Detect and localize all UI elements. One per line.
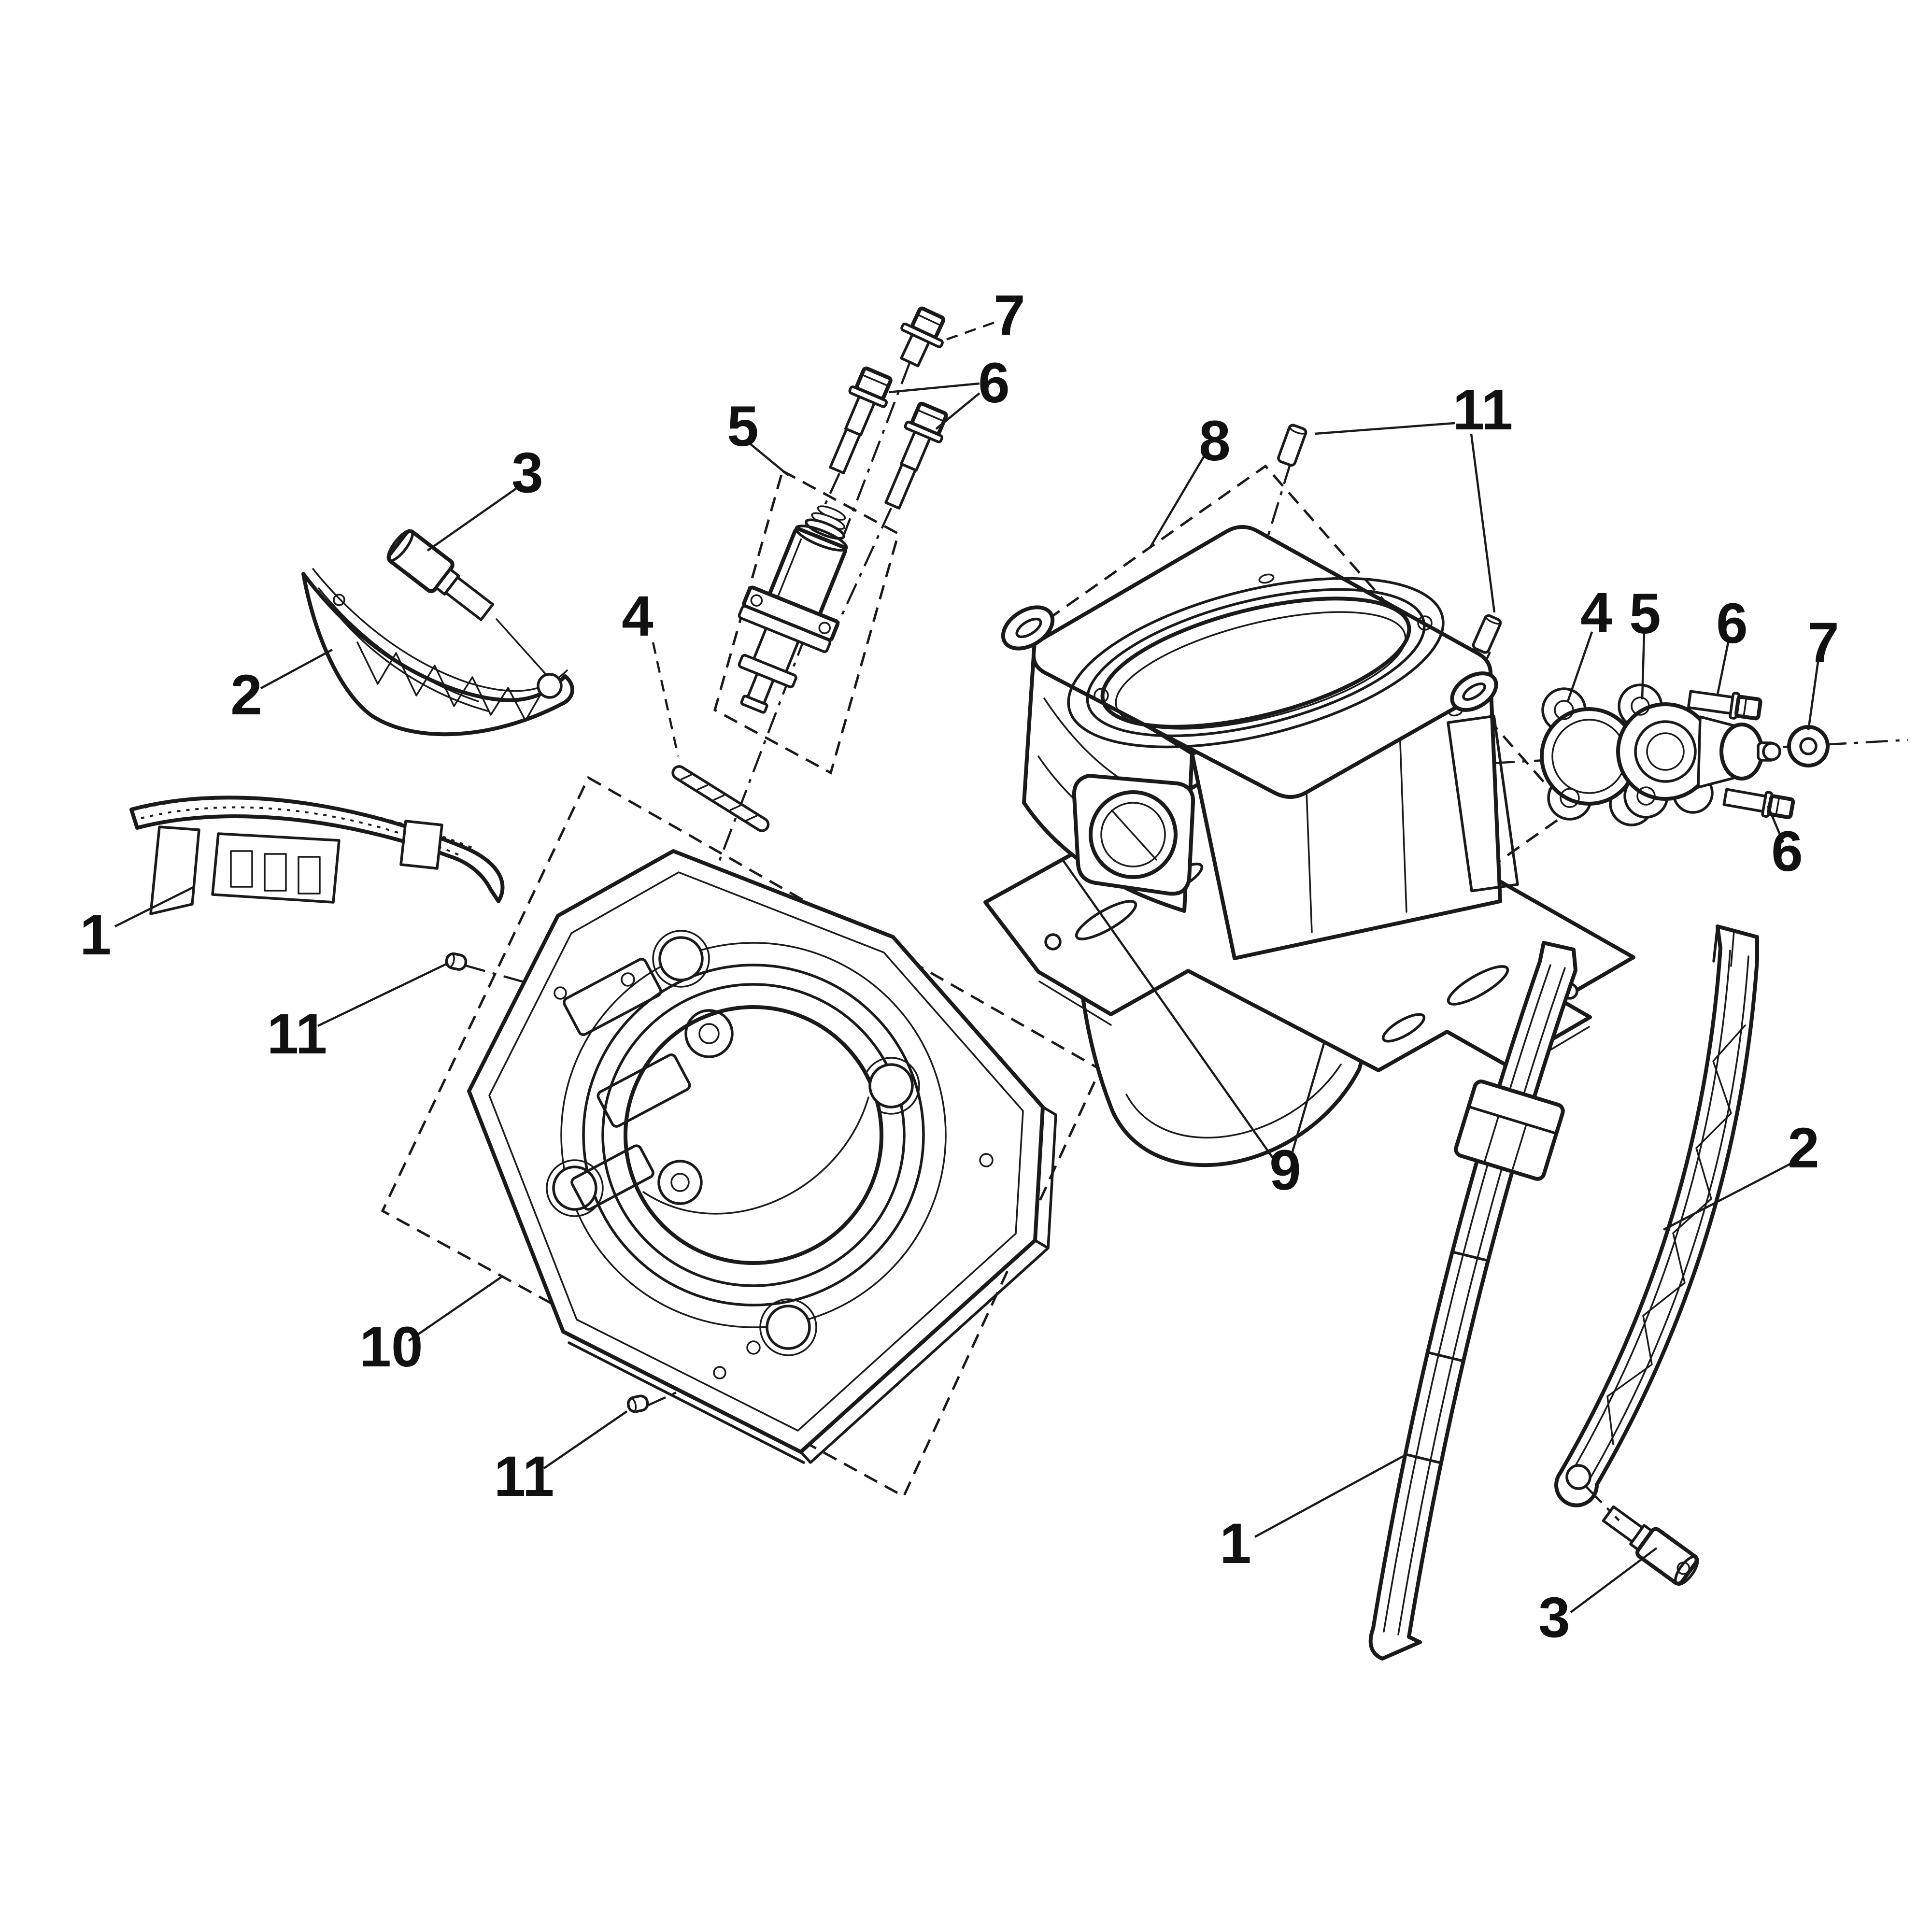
callout-8-leader <box>1150 456 1205 548</box>
callout-10: 10 <box>359 1315 423 1379</box>
callout-8: 8 <box>1199 409 1231 473</box>
callout-11-bottom: 11 <box>494 1445 554 1508</box>
part-6-flange-bolt-a <box>829 366 893 474</box>
callout-11-bottom-leader <box>543 1410 628 1469</box>
part-3-pivot-bolt-left <box>386 529 494 621</box>
callout-6-left-leader <box>888 382 980 394</box>
callout-2-right-leader <box>1662 1162 1793 1231</box>
part-6-screw-lower <box>1722 788 1795 820</box>
part-4-tensioner-gasket-left <box>671 765 770 832</box>
part-8-rear-cylinder <box>983 525 1635 1167</box>
part-6-flange-bolt-b <box>884 401 948 510</box>
callout-6-right-leader <box>1716 642 1730 695</box>
part-4-outlet-gasket-right <box>1540 687 1654 826</box>
part-3-pivot-bolt-right <box>1602 1505 1699 1586</box>
callout-9-leader <box>1062 859 1276 1162</box>
callout-7-left: 7 <box>994 284 1025 347</box>
part-11-dowel-pin-left <box>445 952 468 971</box>
callout-3-right-leader <box>1570 1547 1658 1613</box>
callout-1-right-leader <box>1254 1455 1404 1538</box>
callout-6-right2: 6 <box>1771 820 1803 883</box>
callout-2-left: 2 <box>230 663 262 727</box>
part-10-front-cylinder <box>467 849 1057 1464</box>
callout-11-top-leader <box>1314 422 1455 435</box>
callout-3-left-leader <box>426 488 517 552</box>
callout-6-right2-leader <box>1766 805 1785 843</box>
callout-5-right: 5 <box>1629 582 1661 646</box>
callout-7-right-leader <box>1807 661 1819 731</box>
part-1-chain-guide-rear <box>1368 941 1577 1661</box>
callout-5-left-leader <box>749 442 789 476</box>
bolt3-axis-right <box>1585 1486 1620 1521</box>
callout-9-leader <box>1289 1041 1326 1159</box>
callout-1-right: 1 <box>1220 1512 1251 1576</box>
callout-6-left: 6 <box>978 351 1010 415</box>
callout-6-right: 6 <box>1716 592 1748 655</box>
callout-11-top-leader <box>1470 433 1496 613</box>
callout-11-left-leader <box>317 962 449 1027</box>
part-11-dowel-pin-top-b <box>1472 614 1502 654</box>
part-7-cap-bolt <box>900 306 946 368</box>
callout-2-right: 2 <box>1788 1116 1819 1180</box>
part-11-dowel-pin-bottom <box>626 1394 649 1413</box>
callout-11-left: 11 <box>267 1002 327 1066</box>
callout-3-left: 3 <box>511 441 543 505</box>
callout-10-leader <box>408 1276 502 1342</box>
part-2-tensioner-blade-upper <box>301 568 574 737</box>
callout-4-left-leader <box>652 642 680 757</box>
callout-4-left: 4 <box>622 584 653 648</box>
callout-2-left-leader <box>260 649 333 689</box>
callout-7-right: 7 <box>1807 611 1839 675</box>
callout-4-right-leader <box>1566 631 1593 702</box>
part-2-tensioner-blade-rear <box>1554 924 1759 1507</box>
callout-7-left-leader <box>944 321 994 341</box>
callout-11-top: 11 <box>1453 378 1513 442</box>
part-5-tensioner-lifter-housing <box>1616 683 1781 819</box>
part-6-screw-with-spring <box>1687 690 1762 721</box>
part-7-nut <box>1787 725 1830 767</box>
part-1-chain-guide-front <box>129 796 505 915</box>
callout-1-left-leader <box>114 885 195 928</box>
part-11-dowel-pin-top-a <box>1277 424 1307 467</box>
callout-6-left-leader <box>935 392 980 430</box>
callout-9: 9 <box>1269 1138 1301 1202</box>
bolt3-axis-left <box>496 618 548 676</box>
dashed-box-front-cylinder <box>381 776 1102 1498</box>
callout-4-right: 4 <box>1580 581 1612 645</box>
callout-5-right-leader <box>1641 632 1646 700</box>
dashed-box-tensioner <box>713 469 900 775</box>
part-5-tensioner-assembly <box>738 505 848 714</box>
callout-1-left: 1 <box>80 903 112 967</box>
callout-5-left: 5 <box>727 395 759 458</box>
callout-3-right: 3 <box>1538 1586 1570 1649</box>
